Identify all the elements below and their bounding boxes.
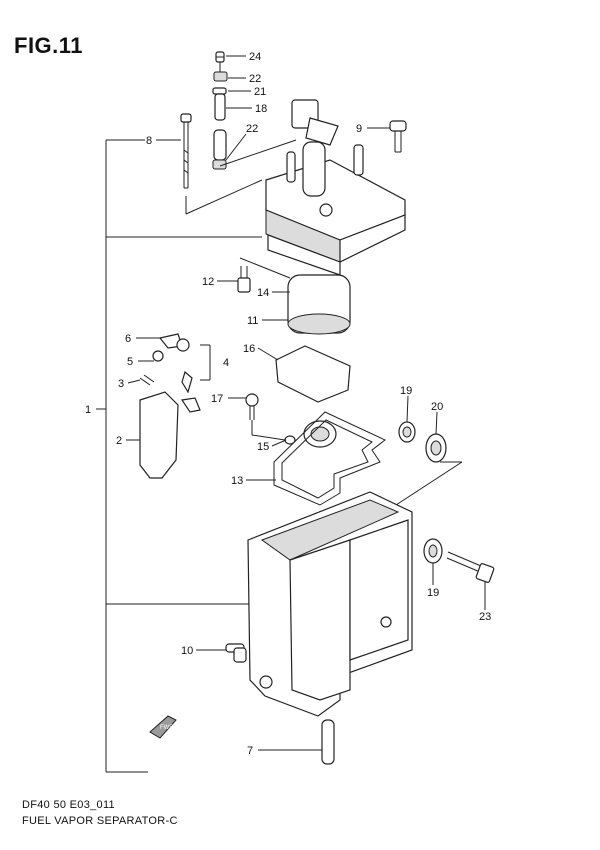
callout-7: 7: [247, 745, 253, 757]
pin-7: [321, 719, 335, 765]
callout-11: 11: [247, 315, 258, 327]
callout-3: 3: [118, 378, 124, 390]
callout-12: 12: [202, 276, 214, 288]
assembly-bracket: [96, 139, 265, 773]
fwd-arrow-icon: FWD: [149, 715, 177, 739]
fwd-label: FWD: [160, 725, 174, 731]
callout-8: 8: [146, 135, 152, 147]
separator-lower-housing: [247, 491, 413, 717]
figure-title: FIG.11: [14, 33, 84, 58]
fitting-10: [225, 643, 247, 663]
separator-top-housing: [219, 99, 406, 276]
screw-17: [245, 393, 286, 441]
callout-10: 10: [181, 645, 193, 657]
callout-5: 5: [127, 356, 133, 368]
callout-6: 6: [125, 333, 131, 345]
callout-19-lower: 19: [427, 587, 439, 599]
callout-leaders: [126, 55, 486, 751]
callout-1: 1: [85, 404, 91, 416]
callout-23: 23: [479, 611, 491, 623]
callout-17: 17: [211, 393, 223, 405]
bolt-23: [446, 551, 495, 583]
callout-16: 16: [243, 343, 255, 355]
valve-15: [284, 420, 337, 448]
fuel-pump: [239, 257, 351, 335]
leader-line: [395, 461, 463, 506]
callout-22-lower: 22: [246, 123, 258, 135]
long-bolt: [180, 113, 263, 215]
diagram-name: FUEL VAPOR SEPARATOR-C: [22, 815, 178, 827]
screw-12: [237, 266, 251, 293]
callout-21: 21: [254, 86, 266, 98]
callout-19-upper: 19: [400, 385, 412, 397]
callout-14: 14: [257, 287, 269, 299]
callout-22-top: 22: [249, 73, 261, 85]
callout-4: 4: [223, 357, 229, 369]
screw-9: [389, 120, 407, 153]
callout-15: 15: [257, 441, 269, 453]
callout-13: 13: [231, 475, 243, 487]
diagram-code: DF40 50 E03_011: [22, 799, 115, 811]
callout-18: 18: [255, 103, 267, 115]
callout-2: 2: [116, 435, 122, 447]
callout-24: 24: [249, 51, 261, 63]
filter-plate: [275, 345, 351, 403]
callout-20: 20: [431, 401, 443, 413]
gasket-13: [273, 411, 386, 506]
left-parts-group: [139, 333, 211, 479]
top-fitting-stack: [212, 51, 228, 170]
callout-9: 9: [356, 123, 362, 135]
